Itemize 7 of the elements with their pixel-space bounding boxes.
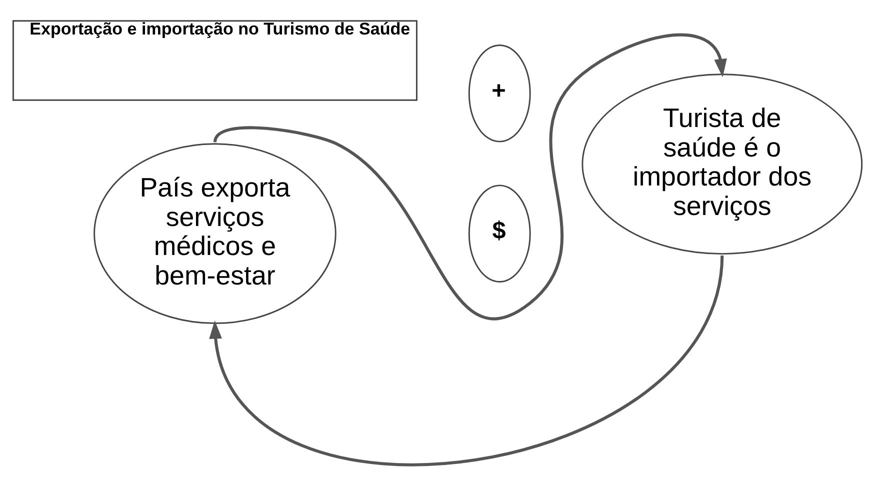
arrow <box>214 33 727 320</box>
node-ellipse: + <box>468 44 531 142</box>
node-ellipse: País exporta serviços médicos e bem-estar <box>94 142 336 324</box>
node-ellipse: Turista de saúde é o importador dos serviços <box>582 73 863 254</box>
node-ellipse: $ <box>468 184 531 282</box>
node-box: Exportação e importação no Turismo de Saúde <box>12 20 418 100</box>
arrow <box>209 254 724 466</box>
